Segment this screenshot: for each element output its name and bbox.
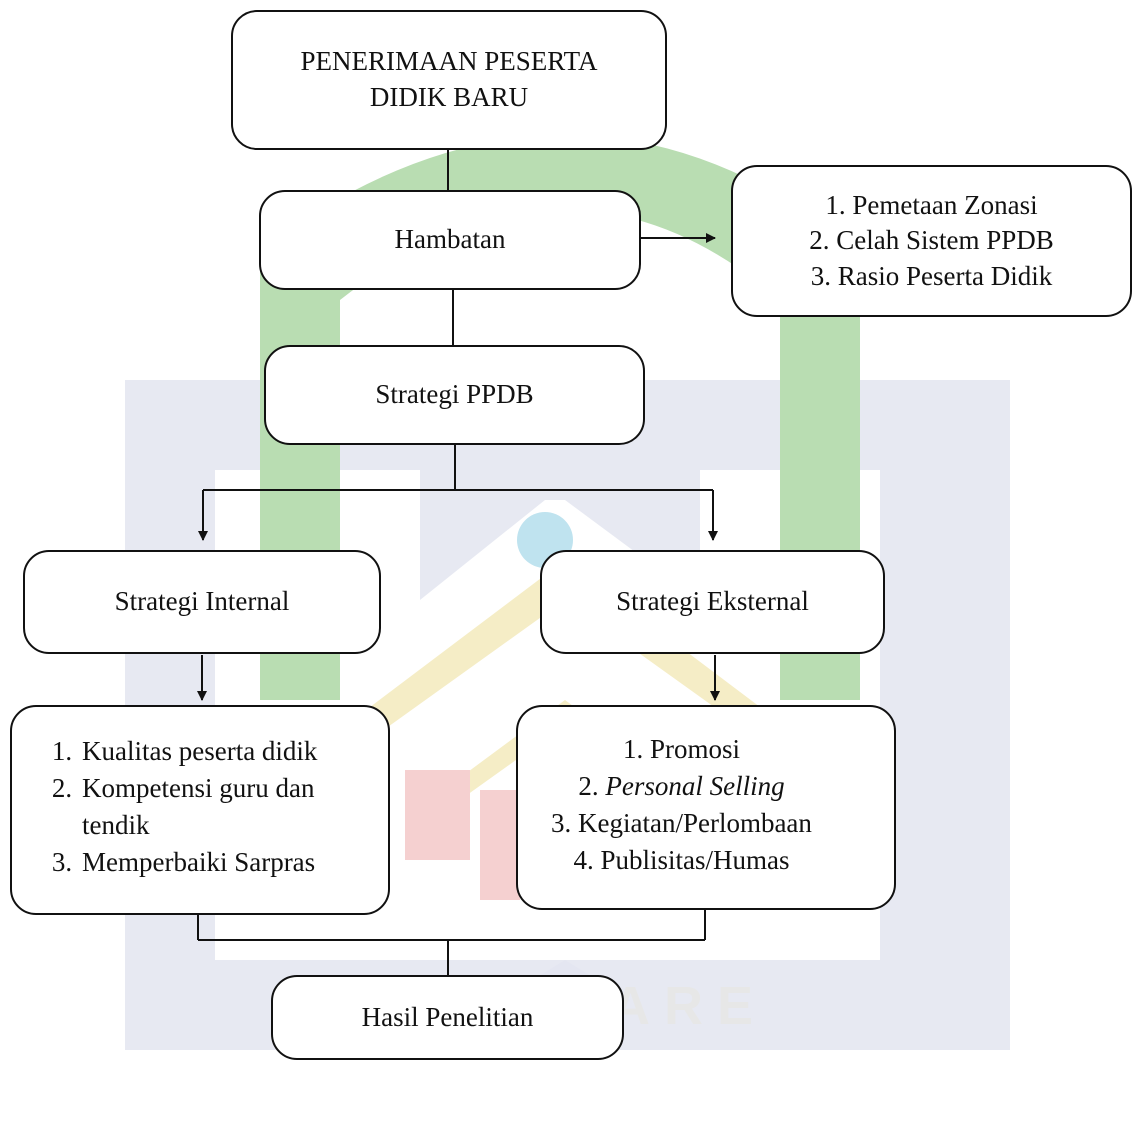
eksternal-item: 1. Promosi (622, 734, 740, 764)
internal-item: 3. Memperbaiki Sarpras (51, 846, 316, 877)
node-strategi-ppdb-label: Strategi PPDB (375, 379, 534, 410)
node-hasil-penelitian-label: Hasil Penelitian (361, 1001, 534, 1032)
hambatan-item-3: 3. Rasio Peserta Didik (810, 260, 1053, 291)
node-internal-list: 1. Kualitas peserta didik 2. Kompetensi … (10, 705, 390, 915)
eksternal-item: 3. Kegiatan/Perlombaan (551, 807, 812, 838)
internal-item-continuation: tendik (82, 809, 150, 840)
internal-item: 1. Kualitas peserta didik (51, 736, 318, 766)
node-hambatan: Hambatan (259, 190, 641, 290)
node-strategi-internal-label: Strategi Internal (114, 586, 290, 617)
node-strategi-eksternal: Strategi Eksternal (540, 550, 885, 654)
node-strategi-internal: Strategi Internal (23, 550, 381, 654)
node-strategi-ppdb: Strategi PPDB (264, 345, 645, 445)
node-hasil-penelitian: Hasil Penelitian (271, 975, 624, 1060)
eksternal-list: 1. Promosi 2. Personal Selling 3. Kegiat… (551, 731, 812, 879)
internal-list: 1. Kualitas peserta didik 2. Kompetensi … (42, 733, 318, 881)
eksternal-item: 4. Publisitas/Humas (573, 844, 790, 875)
node-penerimaan-line2: DIDIK BARU (369, 82, 529, 112)
eksternal-item: 2. Personal Selling (578, 770, 785, 801)
node-hambatan-list: 1. Pemetaan Zonasi 2. Celah Sistem PPDB … (731, 165, 1132, 317)
hambatan-item-1: 1. Pemetaan Zonasi (825, 189, 1038, 220)
node-eksternal-list: 1. Promosi 2. Personal Selling 3. Kegiat… (516, 705, 896, 910)
node-hambatan-label: Hambatan (394, 224, 506, 255)
internal-item: 2. Kompetensi guru dan (51, 772, 315, 803)
hambatan-item-2: 2. Celah Sistem PPDB (809, 225, 1054, 256)
node-strategi-eksternal-label: Strategi Eksternal (616, 586, 809, 617)
node-penerimaan: PENERIMAAN PESERTA DIDIK BARU (231, 10, 667, 150)
node-penerimaan-line1: PENERIMAAN PESERTA (300, 46, 598, 77)
